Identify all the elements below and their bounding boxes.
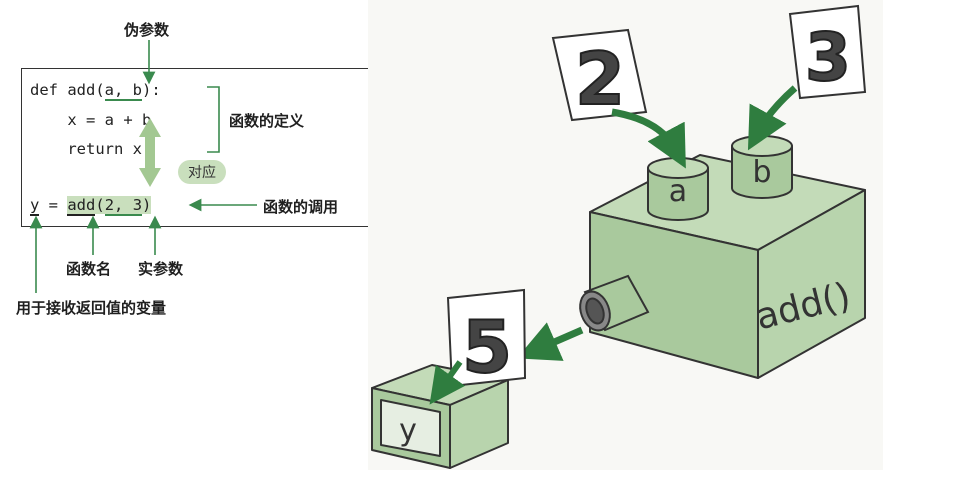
call-expression: add(2, 3) — [67, 196, 152, 216]
correspondence-double-arrow — [139, 118, 161, 187]
arg-2: 2 — [104, 196, 115, 216]
code-line-assign: x = a + b — [30, 111, 152, 129]
return-var-y: y — [30, 196, 40, 216]
input-card-2-value: 2 — [575, 37, 625, 121]
arrow-5-to-y — [429, 360, 466, 405]
arrow-output — [516, 322, 584, 361]
func-name-label: 函数名 — [66, 260, 112, 278]
correspondence-badge: 对应 — [178, 160, 226, 184]
input-card-3 — [788, 4, 867, 100]
param-a: a — [104, 81, 114, 101]
arrow-3-to-b — [747, 85, 798, 151]
input-card-3-value: 3 — [805, 19, 851, 96]
param-b: b — [132, 81, 143, 101]
actual-params-label: 实参数 — [138, 260, 184, 278]
code-line-call: y = add(2, 3) — [30, 196, 152, 216]
output-card-5-value: 5 — [462, 305, 512, 389]
param-slot-a-label: a — [669, 174, 687, 209]
return-var-label: 用于接收返回值的变量 — [16, 299, 167, 317]
func-call-label: 函数的调用 — [263, 198, 339, 216]
code-line-return: return x — [30, 140, 142, 158]
output-pipe — [579, 274, 650, 332]
param-slot-b-label: b — [752, 155, 771, 190]
dummy-params-label: 伪参数 — [124, 21, 170, 39]
arg-3: 3 — [132, 196, 143, 216]
call-func-name: add — [67, 196, 96, 216]
code-line-def: def add(a, b): — [30, 81, 161, 101]
input-card-2 — [551, 28, 648, 122]
output-box-label: y — [399, 413, 417, 448]
definition-bracket — [207, 86, 220, 153]
func-definition-label: 函数的定义 — [229, 112, 305, 130]
param-sep: , — [114, 81, 133, 101]
output-card-5 — [446, 288, 527, 388]
arrow-2-to-a — [611, 108, 686, 169]
